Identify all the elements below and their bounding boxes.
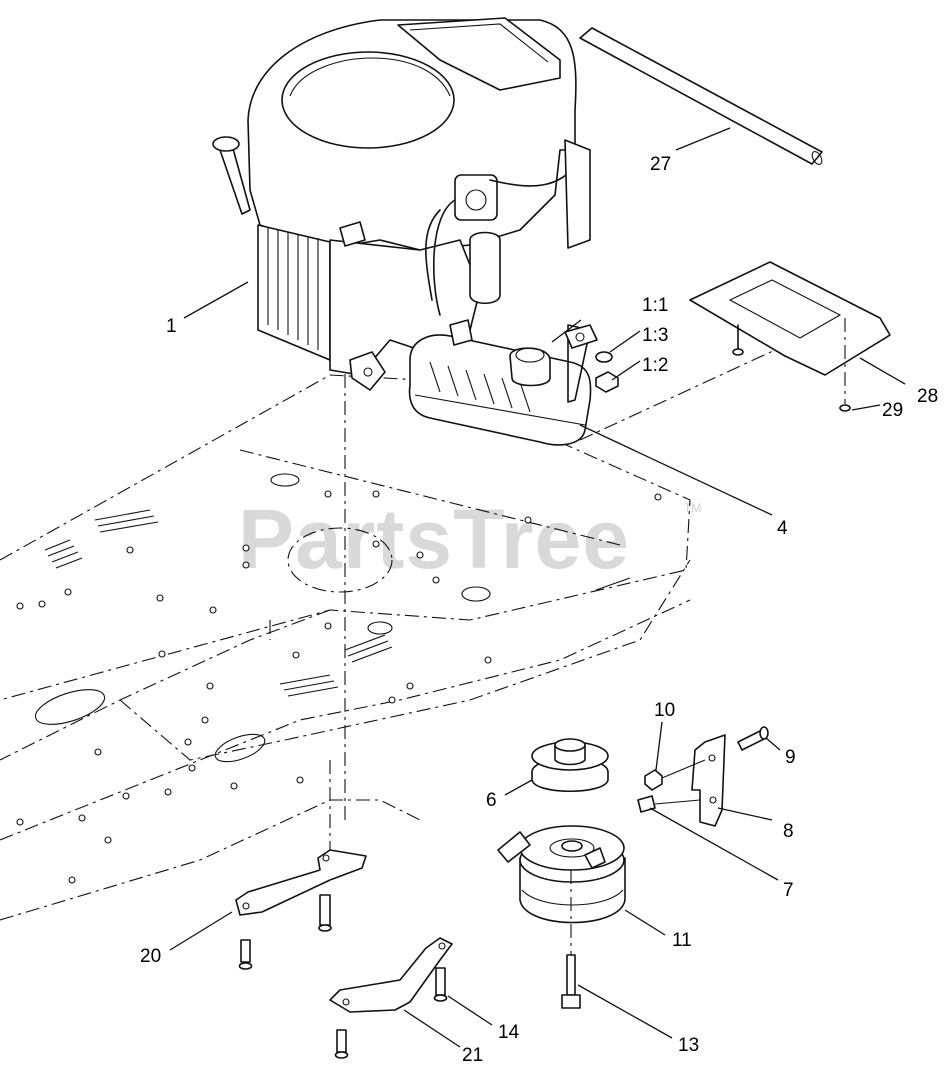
screw-29 (732, 318, 851, 412)
hex-nut (595, 371, 619, 393)
callout-10: 10 (654, 700, 675, 721)
callout-6: 6 (486, 790, 497, 811)
watermark-trademark: TM (684, 501, 701, 515)
callout-27: 27 (650, 154, 671, 175)
callout-1-2: 1:2 (642, 355, 668, 376)
callout-1-1: 1:1 (642, 295, 668, 316)
clutch-bracket (691, 734, 726, 827)
leader-lines (169, 127, 906, 1048)
callout-4: 4 (777, 518, 788, 539)
fuel-line (579, 27, 823, 166)
callout-7: 7 (783, 880, 794, 901)
watermark: PartsTree (238, 492, 630, 586)
callout-28: 28 (917, 386, 938, 407)
pto-clutch (497, 825, 626, 924)
callout-8: 8 (783, 821, 794, 842)
lock-washer (595, 351, 613, 363)
callout-20: 20 (140, 946, 161, 967)
callout-1: 1 (166, 316, 177, 337)
callout-21: 21 (462, 1045, 483, 1066)
callout-13: 13 (678, 1035, 699, 1056)
bolt-13 (561, 870, 581, 1009)
muffler-guard-plate (689, 261, 891, 376)
muffler (408, 319, 592, 446)
engine (212, 17, 591, 391)
bolt-9 (737, 726, 769, 751)
engine-mount-bracket-20 (235, 849, 367, 970)
callout-11: 11 (672, 930, 692, 951)
callout-14: 14 (498, 1022, 520, 1043)
pulley (531, 738, 609, 792)
callout-labels: 1 1:1 1:3 1:2 4 6 7 8 9 10 11 13 14 20 2… (140, 154, 938, 1066)
callout-9: 9 (785, 747, 796, 768)
engine-mount-bracket-21 (329, 937, 453, 1059)
exhaust-gasket (564, 324, 598, 349)
callout-29: 29 (882, 400, 903, 421)
flange-nut-10 (644, 769, 663, 791)
callout-1-3: 1:3 (642, 325, 668, 346)
